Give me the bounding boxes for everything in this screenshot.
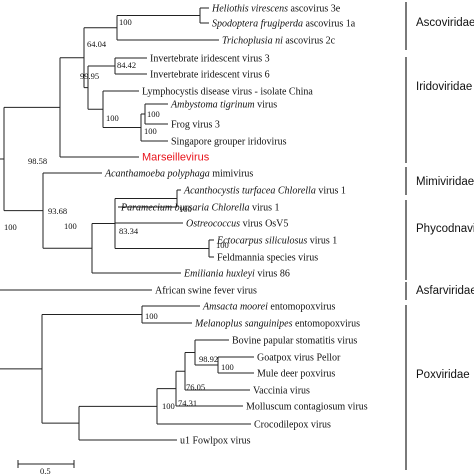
taxon-label-part: Singapore grouper iridovirus: [171, 137, 287, 148]
scale-bar-label: 0.5: [40, 466, 51, 474]
taxon-label: Emiliania huxleyi virus 86: [183, 269, 290, 280]
taxon-label-part: u1 Fowlpox virus: [180, 436, 251, 447]
taxon-label-part: African swine fever virus: [155, 286, 257, 297]
taxon-label-part: entomopoxvirus: [293, 319, 361, 330]
taxon-label: Lymphocystis disease virus - isolate Chi…: [142, 87, 313, 98]
taxon-label: Singapore grouper iridovirus: [171, 137, 287, 148]
taxon-label-part: Molluscum contagiosum virus: [246, 402, 368, 413]
taxon-label: Invertebrate iridescent virus 3: [150, 54, 270, 65]
taxon-label-part: Invertebrate iridescent virus 6: [150, 70, 270, 81]
family-label: Ascoviridae: [416, 17, 474, 29]
bootstrap-value: 74.31: [178, 398, 197, 408]
taxon-label: Molluscum contagiosum virus: [246, 402, 368, 413]
bootstrap-value: 100: [147, 109, 160, 119]
family-label: Iridoviridae: [416, 81, 472, 93]
taxon-label: African swine fever virus: [155, 286, 257, 297]
scale-bar: 0.5: [17, 460, 75, 474]
family-label: Asfarviridae: [416, 285, 474, 297]
taxon-label-part: Emiliania huxleyi: [183, 269, 255, 280]
taxon-label-part: Acanthamoeba polyphaga: [104, 169, 210, 180]
bootstrap-value: 93.68: [48, 206, 67, 216]
taxon-label: Feldmannia species virus: [217, 253, 318, 264]
taxon-label-part: virus 1: [316, 186, 346, 197]
taxon-label-part: Paramecium bursaria Chlorella: [120, 203, 250, 214]
tree-branches: [0, 7, 254, 441]
taxon-label-part: virus 1: [307, 236, 337, 247]
taxon-label: Bovine papular stomatitis virus: [232, 336, 357, 347]
taxon-label: Ectocarpus siliculosus virus 1: [216, 236, 337, 247]
bootstrap-value: 100: [179, 204, 192, 214]
taxon-label: Crocodilepox virus: [254, 420, 331, 431]
taxon-label-part: ascovirus 1a: [303, 19, 356, 30]
taxon-label: Heliothis virescens ascovirus 3e: [211, 4, 341, 15]
taxon-label-part: ascovirus 3e: [288, 4, 341, 15]
taxon-label-part: mimivirus: [210, 169, 254, 180]
bootstrap-value: 64.04: [87, 39, 107, 49]
taxon-label-part: Ostreococcus: [186, 219, 240, 230]
taxon-label: Trichoplusia ni ascovirus 2c: [222, 36, 336, 47]
bootstrap-value: 100: [64, 221, 77, 231]
taxon-label: Spodoptera frugiperda ascovirus 1a: [212, 19, 356, 30]
bootstrap-value: 84.42: [117, 60, 136, 70]
taxon-label: Melanoplus sanguinipes entomopoxvirus: [194, 319, 360, 330]
bootstrap-value: 99.95: [80, 71, 99, 81]
taxon-label-part: virus 1: [250, 203, 280, 214]
taxon-label-part: Amsacta moorei: [202, 302, 268, 313]
taxon-label-part: Acanthocystis turfacea Chlorella: [183, 186, 316, 197]
bootstrap-value: 100: [119, 17, 132, 27]
taxon-label-part: Frog virus 3: [171, 120, 220, 131]
bootstrap-values: 100 64.04 84.42 99.95 100 100 100 98.58 93.68 100…: [4, 17, 234, 411]
taxon-label-part: entomopoxvirus: [268, 302, 336, 313]
family-label: Poxviridae: [416, 369, 470, 381]
taxon-label-part: Ectocarpus siliculosus: [216, 236, 307, 247]
bootstrap-value: 100: [216, 240, 229, 250]
taxon-label-part: Marseillevirus: [142, 152, 210, 164]
family-label: Phycodnaviridae: [416, 223, 474, 235]
taxon-label: Paramecium bursaria Chlorella virus 1: [120, 203, 280, 214]
taxon-label: Amsacta moorei entomopoxvirus: [202, 302, 336, 313]
taxon-label-part: Ambystoma tigrinum: [170, 100, 255, 111]
bootstrap-value: 100: [145, 311, 158, 321]
bootstrap-value: 100: [221, 362, 234, 372]
taxon-label: u1 Fowlpox virus: [180, 436, 251, 447]
bootstrap-value: 76.05: [186, 382, 205, 392]
taxon-label-part: ascovirus 2c: [283, 36, 336, 47]
bootstrap-value: 100: [162, 401, 175, 411]
taxon-label: Mule deer poxvirus: [257, 369, 335, 380]
taxon-label-part: virus 86: [255, 269, 290, 280]
bootstrap-value: 98.92: [199, 354, 218, 364]
taxon-label-part: Melanoplus sanguinipes: [194, 319, 293, 330]
bootstrap-value: 100: [144, 126, 157, 136]
taxon-label-part: virus OsV5: [240, 219, 288, 230]
taxon-label: Frog virus 3: [171, 120, 220, 131]
family-annotations: AscoviridaeIridoviridaeMimiviridaePhycod…: [405, 2, 474, 470]
taxon-label-part: Heliothis virescens: [211, 4, 288, 15]
taxon-label-part: Spodoptera frugiperda: [212, 19, 303, 30]
taxon-label-part: Goatpox virus Pellor: [257, 353, 341, 364]
taxon-label-part: virus: [255, 100, 278, 111]
family-label: Mimiviridae: [416, 176, 474, 188]
taxon-label: Acanthamoeba polyphaga mimivirus: [104, 169, 253, 180]
taxon-label-part: Invertebrate iridescent virus 3: [150, 54, 270, 65]
bootstrap-value: 83.34: [119, 226, 139, 236]
bootstrap-value: 98.58: [28, 156, 47, 166]
taxon-label: Acanthocystis turfacea Chlorella virus 1: [183, 186, 346, 197]
taxon-label: Marseillevirus: [142, 152, 210, 164]
taxon-label-part: Mule deer poxvirus: [257, 369, 335, 380]
taxon-label: Goatpox virus Pellor: [257, 353, 341, 364]
taxon-label-part: Trichoplusia ni: [222, 36, 283, 47]
taxon-label-part: Bovine papular stomatitis virus: [232, 336, 357, 347]
taxon-label-part: Vaccinia virus: [253, 386, 310, 397]
taxon-label-part: Crocodilepox virus: [254, 420, 331, 431]
bootstrap-value: 100: [106, 113, 119, 123]
taxon-label-part: Feldmannia species virus: [217, 253, 318, 264]
taxon-label: Invertebrate iridescent virus 6: [150, 70, 270, 81]
bootstrap-value: 100: [4, 222, 17, 232]
taxon-label: Vaccinia virus: [253, 386, 310, 397]
taxon-label: Ostreococcus virus OsV5: [186, 219, 288, 230]
taxon-labels: Heliothis virescens ascovirus 3e Spodopte…: [104, 4, 368, 447]
taxon-label-part: Lymphocystis disease virus - isolate Chi…: [142, 87, 313, 98]
taxon-label: Ambystoma tigrinum virus: [170, 100, 277, 111]
